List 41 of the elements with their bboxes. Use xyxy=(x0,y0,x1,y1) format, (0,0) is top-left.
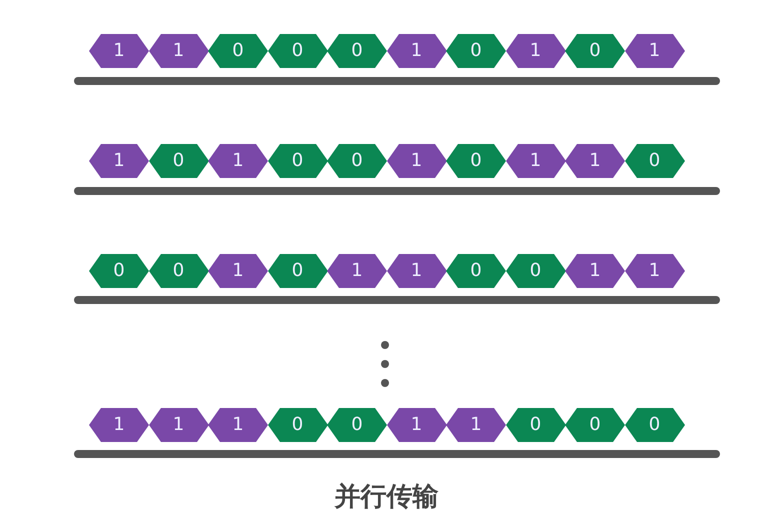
bit-value: 0 xyxy=(648,151,660,171)
bit-value: 0 xyxy=(470,41,482,61)
bit-value: 1 xyxy=(410,41,422,61)
bit-value: 1 xyxy=(232,415,244,435)
bit-value: 0 xyxy=(589,415,601,435)
bit-value: 1 xyxy=(648,261,660,281)
bit-value: 1 xyxy=(589,261,601,281)
bit-value: 0 xyxy=(113,261,125,281)
bit-value: 0 xyxy=(351,41,363,61)
bit-value: 1 xyxy=(113,41,125,61)
caption: 并行传输 xyxy=(333,481,440,514)
bit-value: 1 xyxy=(589,151,601,171)
bit-value: 1 xyxy=(410,415,422,435)
bit-value: 0 xyxy=(351,415,363,435)
bit-value: 1 xyxy=(172,41,184,61)
bit-value: 0 xyxy=(232,41,244,61)
bit-value: 1 xyxy=(232,261,244,281)
bit-value: 0 xyxy=(292,415,304,435)
bit-value: 0 xyxy=(172,261,184,281)
bit-value: 0 xyxy=(351,151,363,171)
bit-value: 1 xyxy=(410,151,422,171)
bit-value: 0 xyxy=(172,151,184,171)
bit-value: 0 xyxy=(648,415,660,435)
bit-value: 0 xyxy=(589,41,601,61)
bit-value: 1 xyxy=(530,41,542,61)
bit-value: 0 xyxy=(470,151,482,171)
bit-value: 1 xyxy=(113,415,125,435)
bit-value: 1 xyxy=(410,261,422,281)
bit-value: 0 xyxy=(292,151,304,171)
bit-value: 0 xyxy=(530,261,542,281)
bit-value: 1 xyxy=(648,41,660,61)
bit-value: 1 xyxy=(470,415,482,435)
bit-value: 0 xyxy=(530,415,542,435)
bit-value: 1 xyxy=(351,261,363,281)
bit-value: 1 xyxy=(530,151,542,171)
bit-value: 1 xyxy=(113,151,125,171)
bit-value: 1 xyxy=(232,151,244,171)
bit-value: 1 xyxy=(172,415,184,435)
bit-value: 0 xyxy=(292,261,304,281)
bit-value: 0 xyxy=(292,41,304,61)
bit-value: 0 xyxy=(470,261,482,281)
